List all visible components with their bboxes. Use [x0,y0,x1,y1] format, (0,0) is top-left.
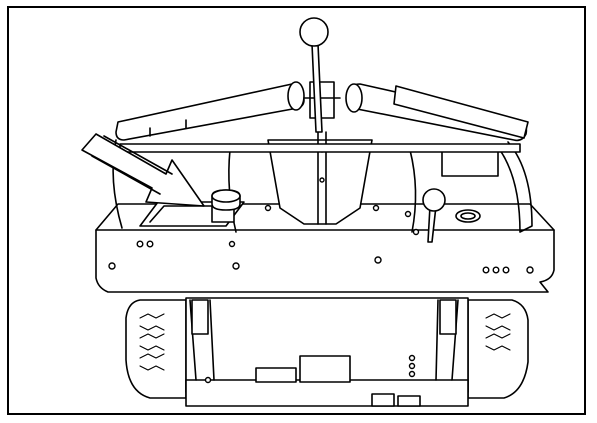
side-supports [112,139,533,233]
center-joint [303,81,341,119]
control-pedal [211,189,241,223]
left-track [125,299,187,399]
cross-bar [119,143,521,153]
lower-chassis [185,297,469,407]
pointer-arrow [81,133,205,207]
right-lever [422,188,446,243]
right-handle-arm [345,83,529,142]
left-handle-arm [115,81,305,141]
figure-frame [7,6,586,415]
right-track [467,299,529,399]
main-lever [299,17,329,133]
